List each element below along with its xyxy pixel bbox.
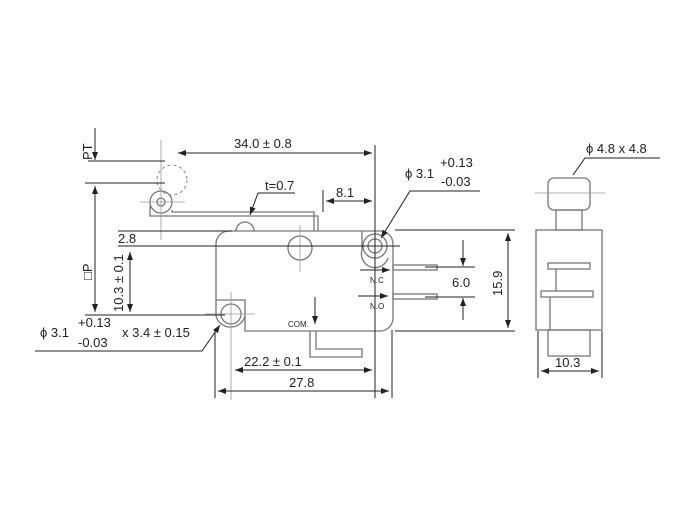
top-offset-label: 2.8 <box>118 231 136 246</box>
dimension-lines <box>35 128 660 398</box>
svg-text:ϕ 3.1: ϕ 3.1 <box>405 166 434 181</box>
bottom-hole-label: ϕ 3.1 +0.13 -0.03 x 3.4 ± 0.15 <box>40 315 190 350</box>
terminal-com-label: COM. <box>288 320 309 329</box>
body-length-label: 27.8 <box>289 375 314 390</box>
side-width-label: 10.3 <box>555 355 580 370</box>
body-height-label: 15.9 <box>490 271 505 296</box>
svg-text:x 3.4 ± 0.15: x 3.4 ± 0.15 <box>122 325 190 340</box>
switch-body-front <box>205 225 438 400</box>
roller-size-label: ϕ 4.8 x 4.8 <box>586 141 647 156</box>
top-hole-label: ϕ 3.1 +0.13 -0.03 <box>405 155 473 189</box>
pt-label: PT <box>80 143 95 160</box>
lever-thickness-label: t=0.7 <box>265 178 294 193</box>
svg-text:ϕ 3.1: ϕ 3.1 <box>40 325 69 340</box>
terminal-no-label: N.O <box>370 302 384 311</box>
svg-text:-0.03: -0.03 <box>78 335 108 350</box>
lever-roller <box>140 140 319 240</box>
lever-offset-label: 8.1 <box>336 185 354 200</box>
p-label: □P <box>80 263 95 280</box>
switch-side-view <box>535 177 605 357</box>
svg-text:-0.03: -0.03 <box>441 174 471 189</box>
overall-length-label: 34.0 ± 0.8 <box>234 136 292 151</box>
terminal-nc-label: N.C <box>370 276 384 285</box>
terminal-com-pin <box>309 331 363 358</box>
hole-spacing-label: 22.2 ± 0.1 <box>244 354 302 369</box>
svg-text:+0.13: +0.13 <box>440 155 473 170</box>
svg-text:+0.13: +0.13 <box>78 315 111 330</box>
terminal-pitch-label: 6.0 <box>452 275 470 290</box>
hole-height-label: 10.3 ± 0.1 <box>111 254 126 312</box>
